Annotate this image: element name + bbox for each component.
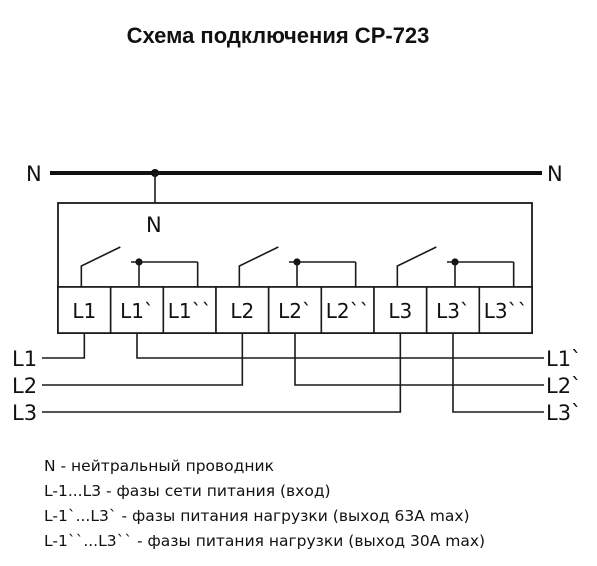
terminal-label: L2` [278,299,312,323]
terminal-label: L3`` [484,299,528,323]
input-label-l2: L2 [12,374,37,398]
legend-input-phases: L-1...L3 - фазы сети питания (вход) [44,482,331,500]
terminal-label: L2`` [326,299,370,323]
terminal-block: L1 L1` L1`` L2 L2` L2`` L3 L3` L3`` [57,286,533,334]
diagram-title: Схема подключения СР-723 [127,23,430,48]
output-label-l3: L3` [546,401,582,425]
neutral-label-left: N [26,162,42,186]
phase-contact-3 [396,246,515,287]
output-label-l2: L2` [546,374,582,398]
terminal-cell [320,286,375,334]
output-label-l1: L1` [546,347,582,371]
relay-contacts [80,246,515,287]
output-wire-l2 [294,333,544,386]
output-wire-l3 [452,333,544,413]
input-label-l1: L1 [12,347,37,371]
terminal-label: L1`` [168,299,212,323]
input-wire-l3 [42,333,402,413]
terminal-cell [57,286,112,334]
neutral-label-right: N [547,162,563,186]
terminal-cell [215,286,270,334]
input-wire-l2 [42,333,244,386]
phase-contact-1 [80,246,199,287]
input-label-l3: L3 [12,401,37,425]
terminal-label: L1` [120,299,154,323]
terminal-cell [478,286,533,334]
external-wires [42,333,544,413]
legend-output-30a: L-1``...L3`` - фазы питания нагрузки (вы… [44,532,486,550]
phase-contact-2 [238,246,357,287]
neutral-tap-label: N [146,213,162,237]
terminal-cell [162,286,217,334]
terminal-label: L3` [436,299,470,323]
terminal-label: L1 [72,299,96,323]
output-wire-l1 [136,333,544,359]
terminal-cell [425,286,481,334]
legend-neutral: N - нейтральный проводник [44,457,274,475]
legend-output-63a: L-1`...L3` - фазы питания нагрузки (выхо… [44,507,470,525]
input-wire-l1 [42,333,86,359]
terminal-label: L3 [388,299,412,323]
terminal-label: L2 [230,299,254,323]
